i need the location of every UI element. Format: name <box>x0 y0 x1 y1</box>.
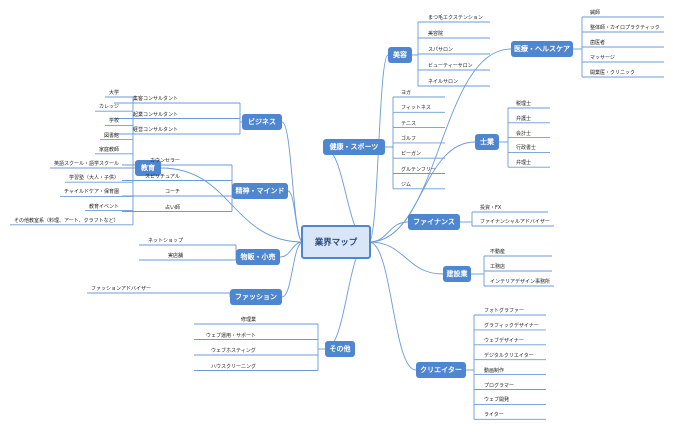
leaf-item[interactable]: 学習塾（大人・子供） <box>69 175 120 182</box>
leaf-item[interactable]: ゴルフ <box>401 135 417 142</box>
leaf-item[interactable]: 行政書士 <box>516 145 537 152</box>
connector-shigyo <box>368 141 476 243</box>
leaf-item[interactable]: ウェブホスティング <box>211 348 256 354</box>
leaf-item[interactable]: 集客コンサルタント <box>133 96 179 102</box>
leaf-item[interactable]: ビューティーサロン <box>428 63 473 69</box>
leaf-item[interactable]: カレッジ <box>99 104 120 111</box>
leaf-item[interactable]: プログラマー <box>484 382 515 389</box>
category-other[interactable]: その他 <box>325 341 355 357</box>
leaf-item[interactable]: 英語スクール・語学スクール <box>54 161 120 167</box>
connector-creator <box>368 241 417 371</box>
leaf-item[interactable]: カウンセラー <box>150 158 181 164</box>
leaf-item[interactable]: 家庭教師 <box>99 146 120 153</box>
leaf-item[interactable]: ヨガ <box>401 90 412 96</box>
leaf-item[interactable]: グラフィックデザイナー <box>484 322 539 329</box>
leaf-item[interactable]: 教育イベント <box>89 203 120 210</box>
category-sports[interactable]: 健康・スポーツ <box>323 139 385 155</box>
leaf-item[interactable]: フィットネス <box>401 105 431 112</box>
category-fashion[interactable]: ファッション <box>230 289 282 305</box>
leaf-item[interactable]: チャイルドケア・保育園 <box>64 189 119 196</box>
leaf-item[interactable]: 歯医者 <box>590 40 606 46</box>
leaf-item[interactable]: マッサージ <box>590 55 615 61</box>
category-retail[interactable]: 物販・小売 <box>236 249 280 265</box>
category-realestate[interactable]: 建設業 <box>443 266 471 282</box>
leaf-item[interactable]: 不動産 <box>490 249 506 255</box>
leaf-item[interactable]: 工務店 <box>490 264 506 270</box>
leaf-item[interactable]: テニス <box>401 120 417 127</box>
category-medical[interactable]: 医療・ヘルスケア <box>511 41 573 57</box>
connector-realestate <box>368 241 444 275</box>
leaf-item[interactable]: まつ毛エクステンション <box>428 15 483 21</box>
leaf-item[interactable]: 占い師 <box>165 204 181 211</box>
leaf-item[interactable]: 税理士 <box>516 101 532 107</box>
connector-business <box>281 121 304 243</box>
leaf-item[interactable]: デジタルクリエイター <box>484 352 534 359</box>
leaf-item[interactable]: 実店舗 <box>168 253 184 259</box>
leaf-item[interactable]: 投資・FX <box>480 205 502 211</box>
leaf-item[interactable]: ウェブデザイナー <box>484 337 524 344</box>
leaf-item[interactable]: 修理業 <box>241 317 257 323</box>
leaf-item[interactable]: 学校 <box>109 118 120 125</box>
leaf-item[interactable]: ライター <box>484 412 504 419</box>
leaf-item[interactable]: 弁護士 <box>516 115 532 122</box>
leaf-item[interactable]: 動画制作 <box>484 367 505 374</box>
leaf-item[interactable]: ネットショップ <box>148 238 184 244</box>
connector-retail <box>279 241 304 258</box>
leaf-item[interactable]: 経営コンサルタント <box>133 127 179 133</box>
leaf-item[interactable]: インテリアデザイン事務所 <box>490 279 551 285</box>
category-business[interactable]: ビジネス <box>242 114 282 130</box>
leaf-item[interactable]: 美容院 <box>428 31 444 37</box>
leaf-item[interactable]: ウェブ運用・サポート <box>206 332 257 339</box>
category-creator[interactable]: クリエイター <box>416 362 466 378</box>
center-node[interactable]: 業界マップ <box>301 225 371 259</box>
leaf-item[interactable]: 大学 <box>109 90 120 96</box>
leaf-item[interactable]: 図書館 <box>104 132 120 139</box>
leaf-item[interactable]: ハウスクリーニング <box>211 363 257 370</box>
leaf-item[interactable]: 起業コンサルタント <box>133 111 179 118</box>
connector-fashion <box>281 241 304 298</box>
category-shigyo[interactable]: 士業 <box>475 134 499 150</box>
category-finance[interactable]: ファイナンス <box>408 214 460 230</box>
leaf-item[interactable]: スピリチュアル <box>145 173 180 180</box>
connector-finance <box>368 221 409 243</box>
leaf-item[interactable]: 開業医・クリニック <box>590 70 636 76</box>
leaf-item[interactable]: ファッションアドバイザー <box>91 286 152 292</box>
leaf-item[interactable]: その他教室系（料理、アート、クラフトなど） <box>14 217 119 224</box>
leaf-item[interactable]: ウェブ開発 <box>484 397 510 404</box>
category-mind[interactable]: 精神・マインド <box>232 183 288 199</box>
leaf-item[interactable]: ジム <box>401 181 412 188</box>
category-education[interactable]: 教育 <box>135 160 161 176</box>
category-beauty[interactable]: 美容 <box>388 47 412 63</box>
leaf-item[interactable]: スパサロン <box>428 47 454 53</box>
leaf-item[interactable]: フォトグラファー <box>484 308 525 314</box>
leaf-item[interactable]: ファイナンシャルアドバイザー <box>480 219 550 225</box>
leaf-item[interactable]: ピーガン <box>401 151 422 158</box>
leaf-item[interactable]: 整体師・カイロプラクティック <box>590 25 660 31</box>
leaf-item[interactable]: 会計士 <box>516 130 532 137</box>
leaf-item[interactable]: 弁理士 <box>516 160 532 167</box>
leaf-item[interactable]: 鍼師 <box>590 10 601 16</box>
leaf-item[interactable]: グルテンフリー <box>401 166 436 173</box>
leaf-item[interactable]: コーチ <box>165 189 181 195</box>
leaf-item[interactable]: ネイルサロン <box>428 79 459 85</box>
